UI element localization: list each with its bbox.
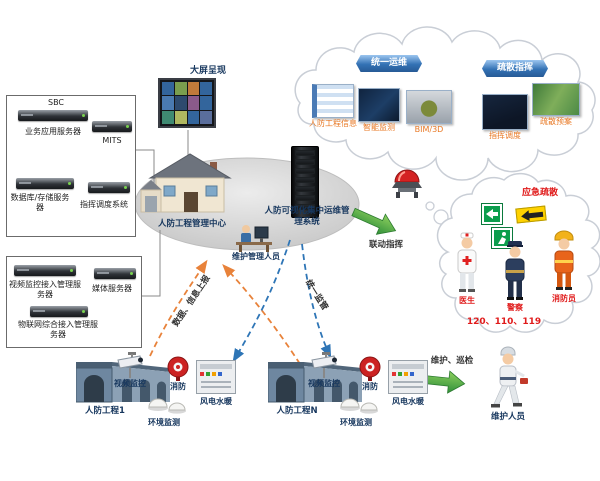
site1-utilities-panel — [196, 360, 236, 394]
siteN-env-sensors — [340, 398, 378, 414]
site1-fire-alarm-icon — [167, 356, 189, 381]
screenshot-evac-plan-label: 疏散预案 — [540, 117, 572, 126]
screenshot-bim3d — [406, 90, 452, 124]
flow-supervise-site1 — [232, 239, 291, 363]
exit-sign-icon-1 — [482, 204, 502, 224]
flow-report-site1 — [149, 259, 208, 357]
evacuation-label: 应急疏散 — [521, 188, 558, 198]
management-center-house — [140, 153, 232, 213]
site1-env-sensors — [148, 398, 186, 414]
doctor-label: 医生 — [459, 296, 475, 305]
site1-camera-icon — [117, 352, 143, 378]
media-server-label: 媒体服务器 — [92, 284, 132, 293]
siteN-fire-alarm-icon — [359, 356, 381, 381]
site1-video-label: 视频监控 — [114, 379, 146, 388]
sbc-server-icon — [18, 110, 88, 121]
linkage-arrow — [351, 207, 397, 235]
patrol-label: 维护、巡检 — [430, 356, 474, 366]
linkage-label: 联动指挥 — [368, 240, 403, 250]
screenshot-dispatch — [482, 94, 528, 130]
screenshot-evac-plan — [532, 83, 580, 116]
evac-command-ribbon: 疏散指挥 — [482, 60, 548, 77]
big-screen-label: 大屏呈现 — [189, 66, 226, 76]
unified-ops-ribbon: 统一运维 — [356, 55, 422, 72]
site1-env-label: 环境监测 — [148, 418, 180, 427]
business-app-server-label: 业务应用服务器 — [25, 127, 81, 136]
site1-name-label: 人防工程1 — [85, 406, 125, 416]
video-wall — [158, 78, 216, 128]
media-server-icon — [94, 268, 136, 279]
iot-server-label: 物联网综合接入管理服务器 — [18, 320, 98, 339]
maintenance-worker-figure — [491, 346, 528, 408]
siteN-env-label: 环境监测 — [340, 418, 372, 427]
mgmt-center-label: 人防工程管理中心 — [157, 219, 226, 229]
iot-server-icon — [30, 306, 88, 317]
direction-sign-icon — [515, 205, 547, 224]
siteN-camera-icon — [311, 352, 337, 378]
doctor-figure — [457, 232, 477, 292]
siteN-utilities-label: 风电水暖 — [392, 397, 424, 406]
dispatch-system-label: 指挥调度系统 — [80, 200, 128, 209]
siteN-fire-label: 消防 — [362, 382, 378, 391]
screenshot-smart-monitoring-label: 智能监测 — [363, 123, 395, 132]
screenshot-project-info — [312, 84, 354, 118]
thought-trail-small — [425, 201, 435, 211]
site1-fire-label: 消防 — [170, 382, 186, 391]
siteN-name-label: 人防工程N — [276, 406, 318, 416]
db-storage-server-label: 数据库/存储服务器 — [10, 193, 70, 212]
site1-building — [76, 362, 170, 403]
screenshot-bim3d-label: BIM/3D — [414, 125, 444, 134]
maintenance-manager-label: 维护管理人员 — [232, 252, 280, 261]
hotlines-label: 120、110、119 — [466, 317, 542, 327]
video-access-server-label: 视频监控接入管理服务器 — [9, 280, 81, 299]
video-access-server-icon — [14, 265, 76, 276]
screenshot-project-info-label: 人防工程信息 — [309, 119, 357, 128]
dispatch-server-icon — [88, 182, 130, 193]
flow-report-siteN — [222, 264, 301, 365]
exit-sign-icon-2 — [492, 228, 512, 248]
siteN-building — [268, 362, 362, 403]
firefighter-label: 消防员 — [552, 294, 576, 303]
siteN-video-label: 视频监控 — [308, 379, 340, 388]
alarm-siren-icon — [392, 169, 422, 198]
mits-server-icon — [92, 121, 132, 132]
mits-label: MITS — [102, 136, 122, 145]
site1-utilities-label: 风电水暖 — [200, 397, 232, 406]
police-label: 警察 — [507, 303, 523, 312]
sbc-label: SBC — [47, 98, 64, 107]
ops-server-rack — [291, 146, 319, 218]
patrol-staff-label: 维护人员 — [490, 412, 525, 422]
siteN-utilities-panel — [388, 360, 428, 394]
flow-supervise-siteN — [301, 243, 332, 359]
ops-system-label: 人防可视化集中运维管理系统 — [264, 206, 350, 227]
police-figure — [505, 241, 525, 300]
screenshot-smart-monitoring — [358, 88, 400, 122]
firefighter-figure — [554, 230, 574, 290]
maintenance-manager-desk — [236, 225, 272, 252]
db-server-icon — [16, 178, 74, 189]
screenshot-dispatch-label: 指挥调度 — [489, 131, 521, 140]
connector-servers2 — [142, 230, 161, 297]
